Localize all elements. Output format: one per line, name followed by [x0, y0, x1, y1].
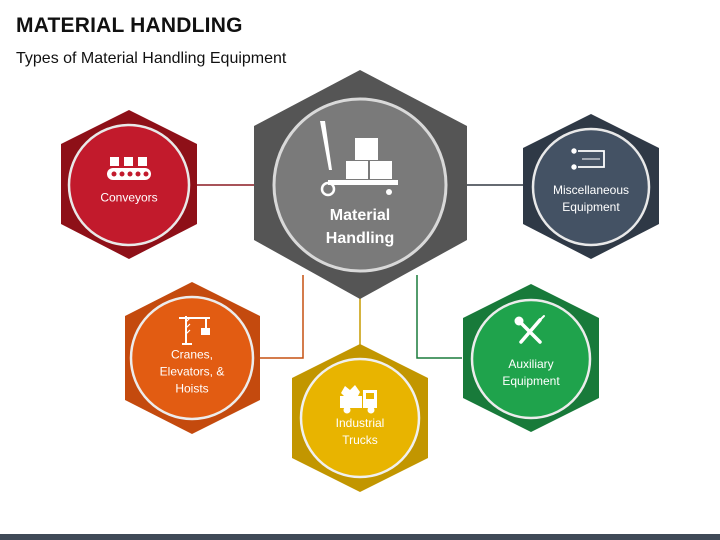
center-label: Material Handling — [326, 204, 394, 250]
page-title: MATERIAL HANDLING — [16, 14, 243, 37]
cranes-label-line2: Elevators, & — [159, 364, 225, 379]
pallet-jack-icon — [320, 121, 398, 197]
miscellaneous-label-line2: Equipment — [562, 200, 620, 214]
page-subtitle: Types of Material Handling Equipment — [16, 50, 287, 67]
cranes-label-line3: Hoists — [175, 381, 209, 396]
center-label-line1: Material — [329, 207, 391, 224]
conveyors-label: Conveyors — [100, 190, 157, 207]
center-label-line2: Handling — [325, 230, 395, 247]
auxiliary-label: Auxiliary Equipment — [502, 356, 559, 390]
auxiliary-label-line1: Auxiliary — [508, 357, 554, 371]
node-conveyors — [61, 110, 197, 259]
miscellaneous-circle — [531, 127, 651, 247]
trucks-circle — [299, 357, 421, 479]
cranes-label-line1: Cranes, — [170, 347, 214, 362]
conveyor-icon — [107, 157, 151, 180]
node-miscellaneous — [523, 114, 659, 259]
trucks-label: Industrial Trucks — [336, 415, 385, 449]
auxiliary-label-line2: Equipment — [502, 374, 560, 388]
truck-icon — [340, 385, 377, 414]
miscellaneous-label: Miscellaneous Equipment — [553, 182, 629, 216]
connectors — [196, 184, 524, 359]
conveyors-label-text: Conveyors — [100, 190, 158, 205]
auxiliary-circle — [470, 298, 592, 420]
connector-cranes — [260, 275, 304, 359]
node-trucks — [292, 344, 428, 492]
cranes-circle — [129, 295, 255, 421]
trucks-label-line1: Industrial — [335, 416, 385, 430]
wrench-screwdriver-icon — [514, 315, 545, 344]
bottom-bar — [0, 534, 720, 540]
center-node — [254, 70, 467, 299]
conveyors-circle — [67, 123, 191, 247]
cranes-label: Cranes, Elevators, & Hoists — [160, 347, 225, 398]
node-cranes — [125, 282, 260, 434]
miscellaneous-label-line1: Miscellaneous — [552, 183, 630, 197]
misc-equipment-icon — [571, 148, 605, 170]
connector-auxiliary — [416, 275, 462, 359]
node-auxiliary — [463, 284, 599, 432]
crane-icon — [179, 316, 210, 345]
trucks-label-line2: Trucks — [342, 433, 378, 447]
